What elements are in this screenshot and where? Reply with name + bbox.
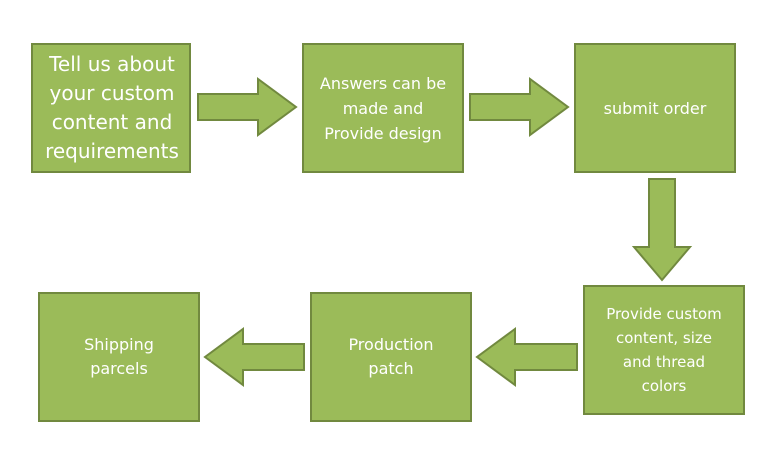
arrow-left-icon bbox=[475, 327, 578, 387]
step-box-tell-us-requirements: Tell us about your custom content and re… bbox=[31, 43, 191, 173]
step-label: Production patch bbox=[348, 335, 434, 378]
step-box-provide-content: Provide custom content, size and thread … bbox=[583, 285, 745, 415]
step-box-submit-order: submit order bbox=[574, 43, 736, 173]
step-label: Shipping parcels bbox=[84, 335, 154, 378]
arrow-left-icon bbox=[203, 327, 305, 387]
step-label: Tell us about your custom content and re… bbox=[45, 52, 179, 163]
step-box-shipping-parcels: Shipping parcels bbox=[38, 292, 200, 422]
step-label: Provide custom content, size and thread … bbox=[606, 305, 722, 395]
arrow-right-icon bbox=[469, 77, 570, 137]
arrow-down-icon bbox=[631, 178, 693, 282]
step-label: submit order bbox=[603, 98, 707, 118]
step-box-production-patch: Production patch bbox=[310, 292, 472, 422]
arrow-right-icon bbox=[197, 77, 298, 137]
step-box-answers-design: Answers can be made and Provide design bbox=[302, 43, 464, 173]
step-label: Answers can be made and Provide design bbox=[319, 73, 447, 143]
